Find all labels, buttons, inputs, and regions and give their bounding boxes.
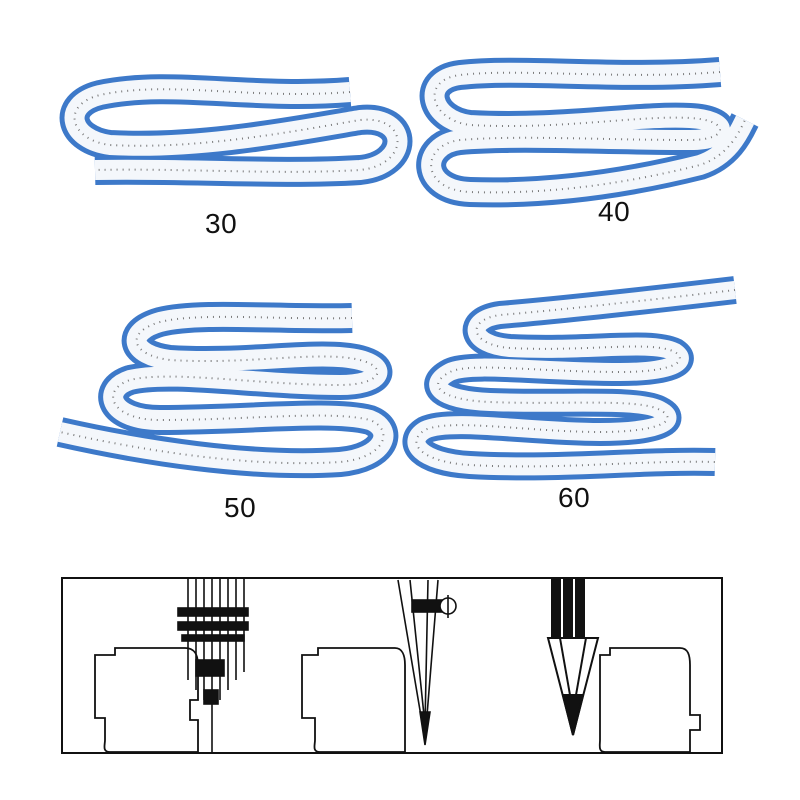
compass-pen-icon — [397, 579, 457, 746]
template-outline-2 — [301, 647, 406, 753]
size-label-30: 30 — [205, 208, 238, 239]
template-outline-1 — [94, 647, 199, 753]
size-label-60: 60 — [558, 482, 591, 513]
flexible-ruler-30 — [59, 74, 413, 187]
flexible-ruler-60 — [402, 276, 737, 481]
flexible-ruler-50 — [56, 301, 399, 479]
size-label-40: 40 — [598, 196, 631, 227]
diagram-frame — [61, 577, 723, 754]
technical-pen-icon — [177, 578, 249, 752]
pencil-icon — [546, 577, 600, 736]
size-label-50: 50 — [224, 492, 257, 523]
usage-diagram — [61, 577, 723, 754]
template-outline-3 — [598, 647, 701, 753]
flexible-ruler-40 — [416, 57, 759, 208]
